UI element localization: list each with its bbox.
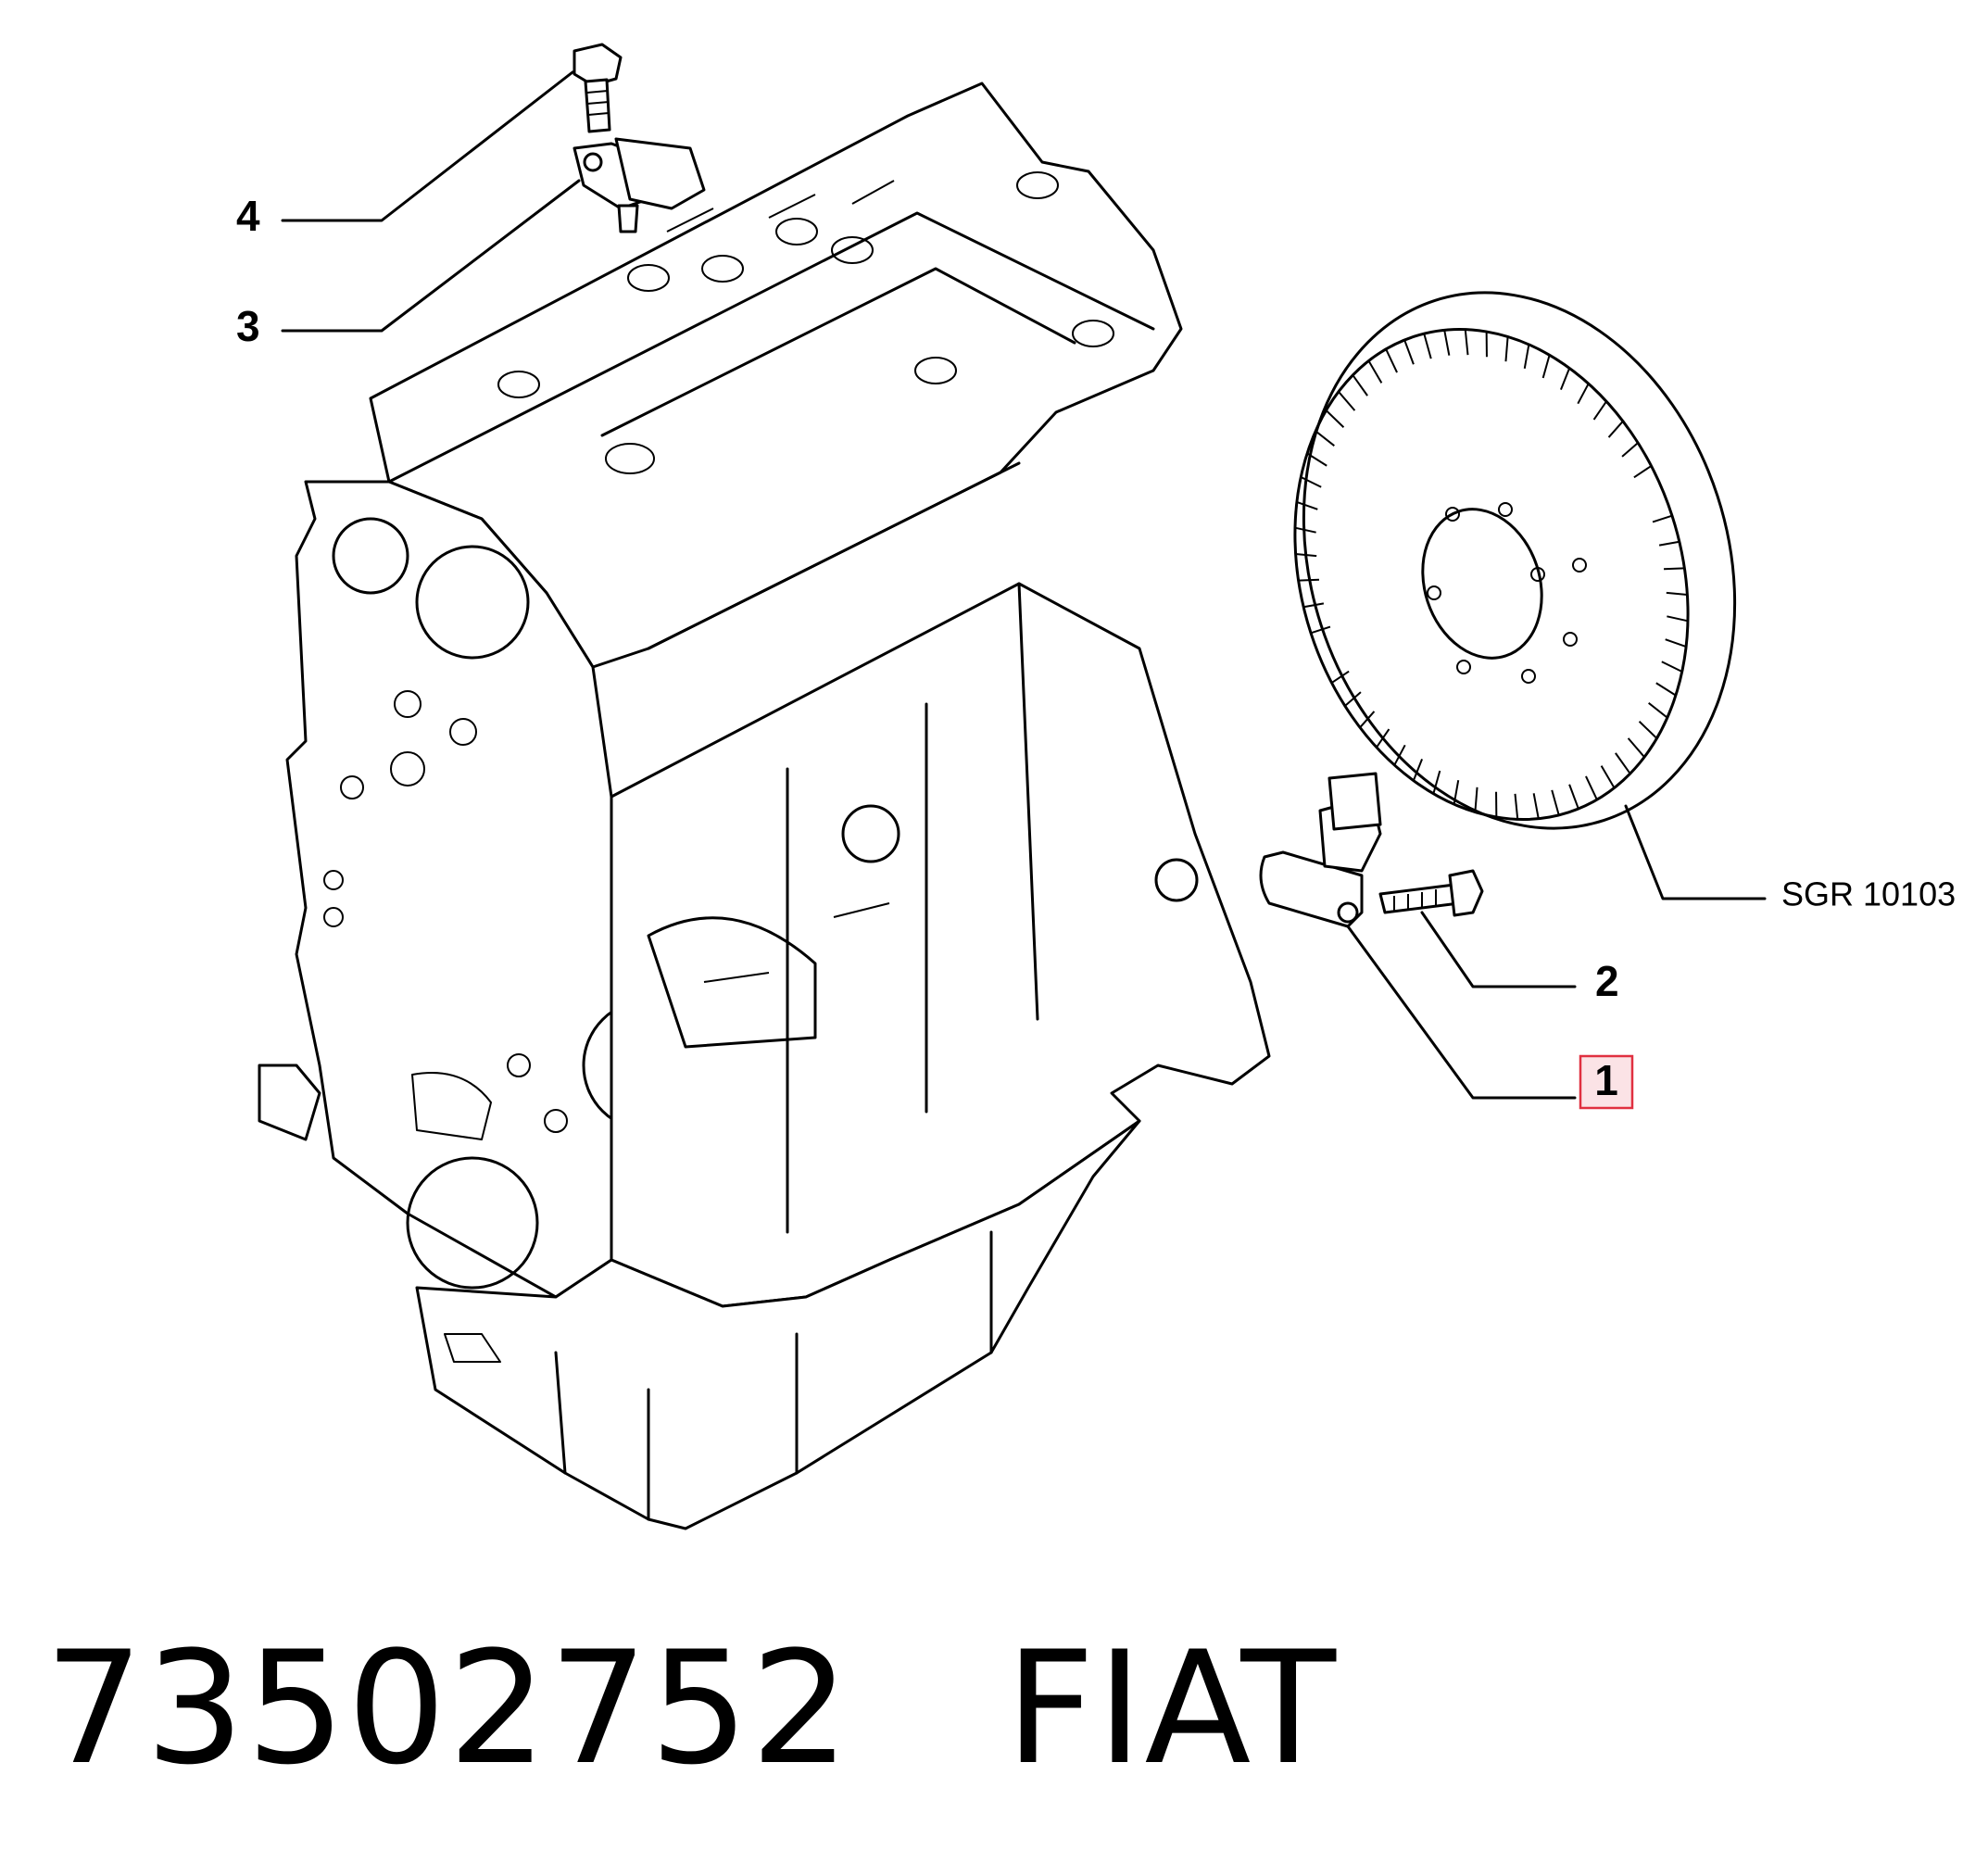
tone-wheel-tooth <box>1295 553 1317 558</box>
tone-wheel-tooth <box>1559 368 1571 391</box>
tone-wheel-tooth <box>1664 567 1685 571</box>
leader-4 <box>281 70 574 222</box>
tone-wheel-tooth <box>1344 691 1362 707</box>
crank-sensor-part-1 <box>1259 772 1382 928</box>
tone-wheel-tooth <box>1658 540 1680 547</box>
tone-wheel-tooth <box>1666 591 1688 596</box>
leader-ref <box>1624 804 1767 900</box>
tone-wheel-tooth <box>1523 344 1530 369</box>
tone-wheel-tooth <box>1621 442 1639 458</box>
tone-wheel-tooth <box>1655 682 1677 697</box>
tone-wheel-tooth <box>1600 765 1616 788</box>
leader-2 <box>1420 911 1577 988</box>
tone-wheel-tooth <box>1443 330 1451 356</box>
tone-wheel-tooth <box>1302 602 1325 609</box>
tone-wheel-tooth <box>1551 789 1560 816</box>
tone-wheel-tooth <box>1315 430 1335 447</box>
tone-wheel-tooth <box>1607 421 1624 438</box>
tone-wheel-tooth <box>1652 514 1673 523</box>
tone-wheel-tooth <box>1638 721 1658 739</box>
cam-sensor-part-3 <box>572 137 706 233</box>
callout-1-highlight-box[interactable] <box>1579 1054 1634 1110</box>
tone-wheel-tooth <box>1464 329 1469 356</box>
tone-wheel-tooth <box>1393 744 1406 766</box>
tone-wheel-tooth <box>1568 784 1579 810</box>
leader-1 <box>1346 925 1577 1100</box>
tone-wheel-tooth <box>1298 578 1319 582</box>
tone-wheel-tooth <box>1423 333 1432 359</box>
tone-wheel-tooth <box>1665 638 1687 648</box>
tone-wheel-tooth <box>1633 465 1653 479</box>
callout-2: 2 <box>1595 957 1619 1005</box>
bolt-part-2 <box>1378 869 1484 917</box>
callout-4: 4 <box>236 192 260 240</box>
callout-1: 1 <box>1594 1056 1618 1104</box>
tone-wheel-tooth <box>1514 793 1519 820</box>
tone-wheel-tooth <box>1376 728 1390 749</box>
tone-wheel-tooth <box>1294 526 1316 534</box>
tone-wheel-tooth <box>1661 661 1683 673</box>
tone-wheel-tooth <box>1300 476 1322 488</box>
brand-name: FIAT <box>1005 1618 1338 1799</box>
tone-wheel-tooth <box>1667 615 1689 623</box>
tone-wheel-tooth <box>1306 452 1327 467</box>
tone-wheel-tooth <box>1541 355 1551 379</box>
tone-wheel-tooth <box>1330 670 1350 684</box>
tone-wheel-tooth <box>1352 374 1368 397</box>
part-number: 73502752 <box>44 1618 852 1799</box>
tone-wheel-tooth <box>1367 360 1383 384</box>
callout-ref-sgr: SGR 10103 <box>1781 875 1956 913</box>
tone-wheel-tooth <box>1432 770 1441 794</box>
tone-wheel-tooth <box>1338 391 1356 411</box>
tone-wheel-tooth <box>1627 737 1645 758</box>
tone-wheel-tooth <box>1385 348 1398 373</box>
tone-wheel-tooth <box>1359 711 1376 728</box>
tone-wheel-tooth <box>1615 752 1631 774</box>
tone-wheel-tooth <box>1310 625 1331 635</box>
tone-wheel-tooth <box>1592 400 1607 421</box>
caption: 73502752 FIAT <box>44 1630 1338 1786</box>
tone-wheel-tooth <box>1648 702 1668 719</box>
tone-wheel-tooth <box>1453 780 1460 805</box>
leader-3 <box>281 179 581 333</box>
tone-wheel-tooth <box>1474 787 1478 812</box>
engine-block <box>258 82 1271 1530</box>
tone-wheel-tooth <box>1325 409 1345 428</box>
leader-lines <box>281 70 1767 1100</box>
tone-wheel-tooth <box>1403 339 1415 365</box>
tone-wheel <box>1293 291 1737 830</box>
tone-wheel-tooth <box>1412 758 1424 781</box>
tone-wheel-tooth <box>1532 793 1540 819</box>
tone-wheel-tooth <box>1585 775 1598 800</box>
tone-wheel-tooth <box>1504 336 1509 362</box>
callout-3: 3 <box>236 302 260 350</box>
bolt-part-4 <box>572 43 623 133</box>
tone-wheel-tooth <box>1577 383 1590 405</box>
tone-wheel-tooth <box>1296 500 1318 510</box>
